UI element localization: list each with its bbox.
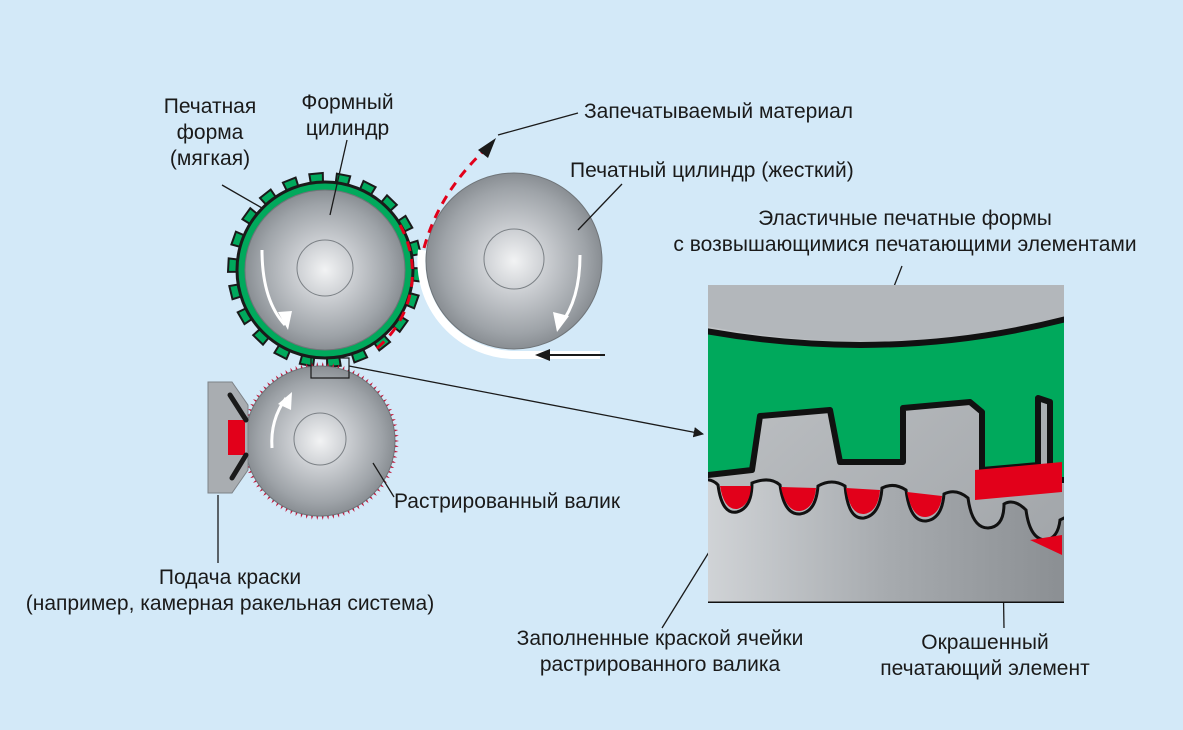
label-plate-soft: Печатная форма (мягкая) <box>150 94 270 172</box>
label-substrate: Запечатываемый материал <box>584 100 854 123</box>
plate-rotation-arrow <box>260 249 287 327</box>
label-elastic-plates-line2: с возвышающимися печатающими элементами <box>673 233 1137 256</box>
substrate-up-arrowhead <box>478 138 496 158</box>
doctor-blade-chamber <box>207 381 249 494</box>
label-plate-soft-line1: Печатная <box>163 95 257 118</box>
label-plate-cylinder-line2: цилиндр <box>305 117 390 140</box>
label-anilox-roller: Растрированный валик <box>394 490 621 513</box>
impression-cylinder-body <box>425 172 603 350</box>
leader-plate-soft <box>221 184 263 209</box>
label-elastic-plates-line1: Эластичные печатные формы <box>758 207 1052 230</box>
plate-cylinder-body <box>244 189 406 351</box>
label-ink-supply-line2: (например, камерная ракельная система) <box>25 592 435 615</box>
zoom-ink-cell-2 <box>781 487 816 512</box>
label-plate-soft-line3: (мягкая) <box>169 147 251 170</box>
anilox-roller-hub <box>293 412 347 466</box>
zoom-inked-element <box>975 462 1062 500</box>
label-ink-cells-line1: Заполненные краской ячейки <box>516 627 804 650</box>
zoom-anilox-roller <box>708 478 1064 603</box>
plate-ink-layer <box>371 224 414 354</box>
impression-rotation-arrowhead <box>553 312 569 332</box>
substrate-web <box>417 249 600 360</box>
zoom-pointer-line <box>348 365 705 438</box>
label-inked-element-line2: печатающий элемент <box>880 657 1090 680</box>
chamber-ink <box>228 420 245 455</box>
impression-cylinder-hub <box>483 228 545 290</box>
anilox-rotation-arrowhead <box>278 392 292 410</box>
upper-blade <box>227 392 249 423</box>
label-plate-cylinder: Формный цилиндр <box>285 90 410 142</box>
zoom-ink-cell-4 <box>907 492 942 518</box>
zoom-plate-cylinder <box>708 285 1064 342</box>
plate-cylinder <box>226 171 424 369</box>
leader-impression <box>577 183 623 231</box>
label-impression-cylinder: Печатный цилиндр (жесткий) <box>570 159 854 182</box>
anilox-roller-body <box>244 365 396 517</box>
label-ink-supply: Подача краски (например, камерная ракель… <box>0 565 460 617</box>
substrate-in-arrowhead <box>535 349 550 361</box>
label-plate-soft-line2: форма <box>176 121 244 144</box>
leader-substrate <box>497 112 579 136</box>
label-ink-cells: Заполненные краской ячейки растрированно… <box>500 626 820 678</box>
nip-detail-box <box>310 357 350 379</box>
impression-cylinder <box>417 138 605 361</box>
label-elastic-plates: Эластичные печатные формы с возвышающими… <box>640 206 1170 258</box>
zoom-ink-film <box>1030 535 1062 555</box>
leader-anilox <box>372 462 395 498</box>
label-ink-supply-line1: Подача краски <box>158 566 302 589</box>
plate-rotation-arrowhead <box>278 311 292 330</box>
anilox-roller <box>241 357 399 520</box>
plate-cylinder-hub <box>296 239 354 297</box>
zoom-inset <box>708 285 1064 603</box>
leader-plate-cyl <box>329 139 348 216</box>
label-inked-element: Окрашенный печатающий элемент <box>860 630 1110 682</box>
label-inked-element-line1: Окрашенный <box>921 631 1049 654</box>
zoom-ink-cell-1 <box>720 486 751 510</box>
zoom-ink-cell-3 <box>846 488 880 515</box>
zoom-plate-relief <box>708 316 1064 483</box>
lower-blade <box>229 452 249 481</box>
label-plate-cylinder-line1: Формный <box>301 91 394 114</box>
label-ink-cells-line2: растрированного валика <box>539 653 781 676</box>
